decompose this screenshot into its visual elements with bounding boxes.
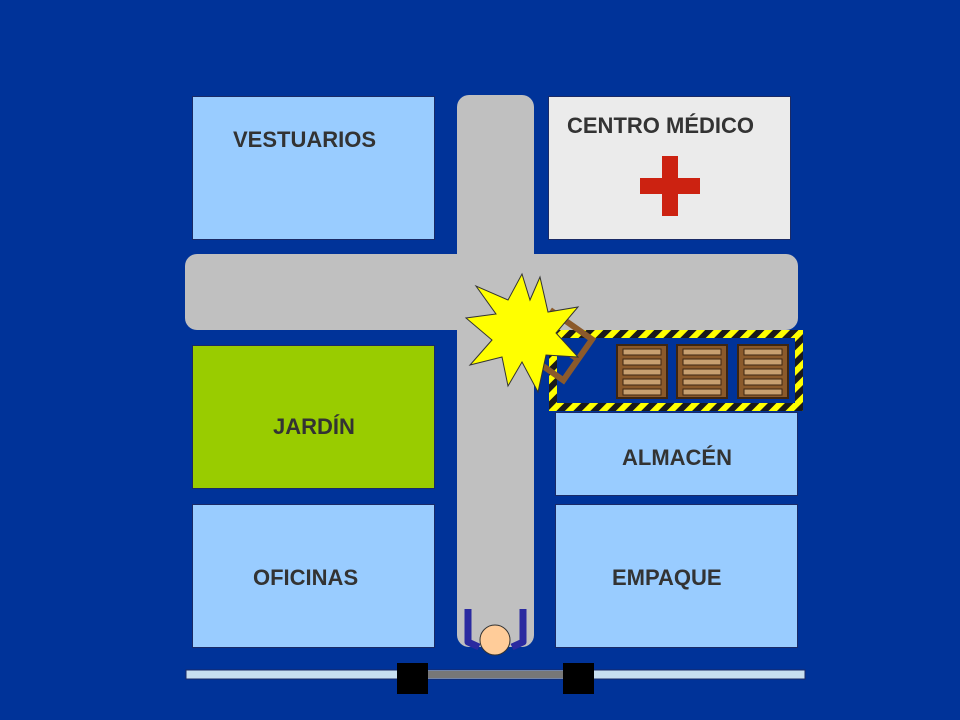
vestuarios-building: VESTUARIOS bbox=[192, 96, 435, 240]
empaque-label: EMPAQUE bbox=[612, 565, 722, 590]
oficinas-building: OFICINAS bbox=[192, 504, 435, 648]
pallet-icon bbox=[616, 344, 668, 399]
centro-medico-building: CENTRO MÉDICO bbox=[548, 96, 791, 240]
oficinas-label: OFICINAS bbox=[253, 565, 359, 590]
person-icon bbox=[464, 609, 527, 656]
almacen-label: ALMACÉN bbox=[622, 445, 732, 470]
pallet-icon bbox=[676, 344, 728, 399]
pallet-icon bbox=[737, 344, 789, 399]
vestuarios-label: VESTUARIOS bbox=[233, 127, 377, 152]
almacen-building: ALMACÉN bbox=[555, 412, 798, 496]
vertical-road bbox=[457, 95, 534, 647]
gate-icon bbox=[185, 663, 806, 694]
empaque-building: EMPAQUE bbox=[555, 504, 798, 648]
centro-medico-label: CENTRO MÉDICO bbox=[567, 113, 754, 138]
jardin-label: JARDÍN bbox=[273, 414, 355, 439]
impact-burst-icon bbox=[464, 272, 580, 394]
red-cross-icon bbox=[640, 156, 700, 216]
jardin-area: JARDÍN bbox=[192, 345, 435, 489]
